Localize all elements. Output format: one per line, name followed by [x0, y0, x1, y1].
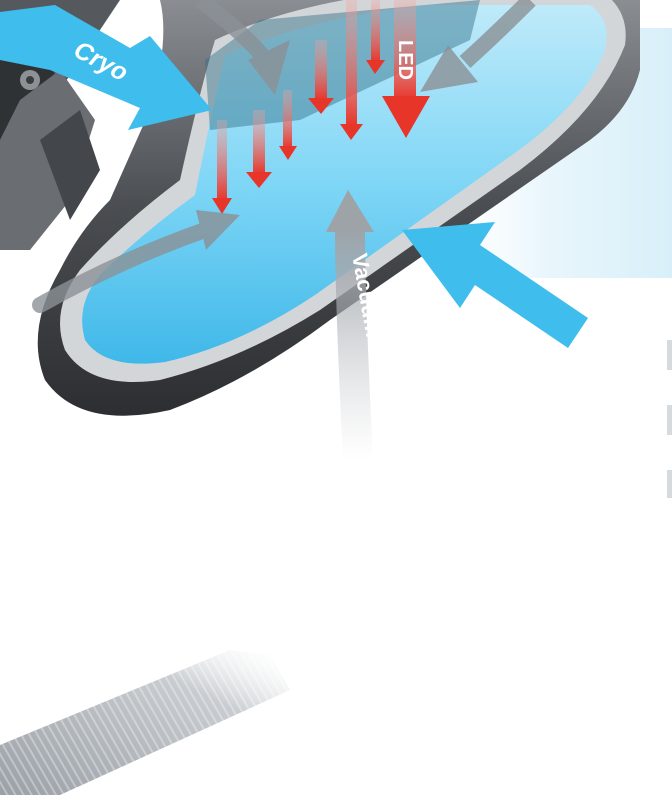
vacuum-hose: [0, 650, 290, 795]
right-edge-marks: [667, 340, 672, 498]
led-label: LED: [394, 40, 416, 80]
